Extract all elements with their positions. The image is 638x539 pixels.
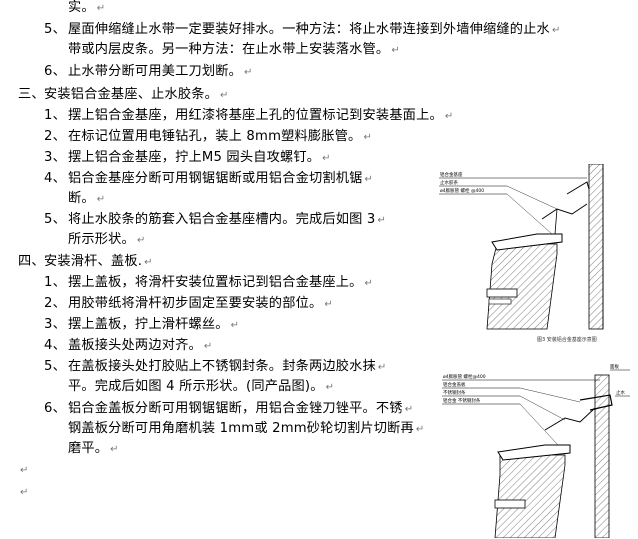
wall-section	[594, 374, 610, 538]
fig3-label-1: 止水胶条	[440, 179, 458, 186]
paragraph-mark-icon: ↵	[551, 25, 561, 36]
line-text: 摆上铝合金基座，拧上M5 园头自攻螺钉。↵	[68, 150, 331, 165]
line-text: 实。↵	[68, 0, 106, 15]
line-text: 止水带分断可用美工刀划断。↵	[68, 64, 253, 79]
paragraph-mark-icon: ↵	[136, 235, 146, 246]
line-text: 摆上盖板，拧上滑杆螺丝。↵	[68, 317, 240, 332]
fig3-label-0: 铝合金基座	[440, 171, 463, 178]
paragraph-mark-icon: ↵	[96, 194, 106, 205]
list-number: 4、	[44, 338, 66, 353]
paragraph-mark-icon: ↵	[203, 341, 213, 352]
line-text: 断。↵	[68, 191, 106, 206]
list-number: 3、	[44, 317, 66, 332]
paragraph-mark-icon: ↵	[325, 382, 335, 393]
slab-section	[486, 243, 558, 330]
paragraph-mark-icon: ↵	[20, 487, 29, 498]
list-number: 6、	[44, 401, 66, 416]
list-number: 1、	[44, 108, 66, 123]
paragraph-mark-icon: ↵	[244, 67, 253, 78]
line-text: 带或内层皮条。另一种方法：在止水带上安装落水管。↵	[68, 42, 400, 57]
list-number: 四、	[18, 254, 45, 269]
paragraph-mark-icon: ↵	[20, 465, 29, 476]
fig4-label-1: 铝合金盖板	[443, 381, 466, 388]
line-text: 所示形状。↵	[68, 232, 146, 247]
aluminum-base	[491, 233, 563, 251]
fig3-caption: 图3 安装铝合金基座示意图	[537, 336, 597, 343]
line-text: 磨平。↵	[68, 441, 119, 456]
line-text: 在标记位置用电锤钻孔，装上 8mm塑料膨胀管。↵	[68, 129, 373, 144]
line-text: 将止水胶条的筋套入铝合金基座槽内。完成后如图 3↵	[68, 212, 387, 227]
paragraph-mark-icon: ↵	[322, 153, 331, 164]
line-text: 平。完成后如图 4 所示形状。(同产品图)。↵	[68, 379, 335, 394]
list-number: 5、	[44, 359, 66, 374]
figure-3-diagram: 铝合金基座 止水胶条 ø4膨胀管 螺栓 @400 图3 安装铝合金基座示意图	[439, 164, 604, 343]
paragraph-mark-icon: ↵	[391, 45, 400, 56]
line-text: ↵	[18, 461, 29, 480]
paragraph-mark-icon: ↵	[144, 257, 153, 268]
paragraph-mark-icon: ↵	[415, 424, 425, 435]
list-number: 5、	[44, 212, 66, 227]
line-text: 铝合金基座分断可用钢锯锯断或用铝合金切割机锯↵	[68, 171, 374, 186]
figure-4-diagram: ø4膨胀管 螺栓@400 铝合金盖板 不锈钢封条 铝合金 不锈钢封条 面板 止水	[442, 363, 630, 538]
line-text: 安装滑杆、盖板.↵	[44, 254, 153, 269]
paragraph-mark-icon: ↵	[377, 362, 387, 373]
fig3-label-2: ø4膨胀管 螺栓 @400	[440, 187, 484, 194]
paragraph-mark-icon: ↵	[230, 320, 240, 331]
fig4-label-3: 铝合金 不锈钢封条	[443, 397, 481, 404]
line-text: 用胶带纸将滑杆初步固定至要安装的部位。↵	[68, 296, 333, 311]
paragraph-mark-icon: ↵	[377, 215, 387, 226]
line-text: 屋面伸缩缝止水带一定要装好排水。一种方法：将止水带连接到外墙伸缩缝的止水↵	[68, 22, 561, 37]
fig4-right-label: 面板	[610, 363, 619, 370]
paragraph-mark-icon: ↵	[324, 299, 333, 310]
wall-section	[588, 164, 604, 330]
paragraph-mark-icon: ↵	[444, 111, 454, 122]
list-number: 2、	[44, 296, 66, 311]
list-number: 6、	[44, 64, 66, 79]
list-number: 5、	[44, 22, 66, 37]
paragraph-mark-icon: ↵	[404, 404, 414, 415]
paragraph-mark-icon: ↵	[110, 444, 119, 455]
paragraph-mark-icon: ↵	[364, 174, 374, 185]
fig4-label-0: ø4膨胀管 螺栓@400	[443, 373, 486, 380]
slab-section	[494, 454, 566, 538]
line-text: 安装铝合金基座、止水胶条。↵	[44, 87, 229, 102]
line-text: 在盖板接头处打胶贴上不锈钢封条。封条两边胶水抹↵	[68, 359, 387, 374]
list-number: 三、	[18, 87, 45, 102]
line-text: 摆上铝合金基座，用红漆将基座上孔的位置标记到安装基面上。↵	[68, 108, 454, 123]
paragraph-mark-icon: ↵	[364, 278, 374, 289]
fig4-right-label-2: 止水	[616, 389, 625, 396]
line-text: 钢盖板分断可用角磨机装 1mm或 2mm砂轮切割片切断再↵	[68, 421, 425, 436]
line-text: 铝合金盖板分断可用钢锯锯断，用铝合金锉刀锉平。不锈↵	[68, 401, 414, 416]
line-text: ↵	[18, 483, 29, 502]
paragraph-mark-icon: ↵	[363, 132, 373, 143]
list-number: 2、	[44, 129, 66, 144]
paragraph-mark-icon: ↵	[220, 90, 229, 101]
paragraph-mark-icon: ↵	[96, 3, 106, 14]
fig4-label-2: 不锈钢封条	[443, 389, 466, 396]
aluminum-cover	[497, 444, 571, 461]
line-text: 盖板接头处两边对齐。↵	[68, 338, 213, 353]
list-number: 1、	[44, 275, 66, 290]
list-number: 3、	[44, 150, 66, 165]
line-text: 摆上盖板，将滑杆安装位置标记到铝合金基座上。↵	[68, 275, 374, 290]
list-number: 4、	[44, 171, 66, 186]
